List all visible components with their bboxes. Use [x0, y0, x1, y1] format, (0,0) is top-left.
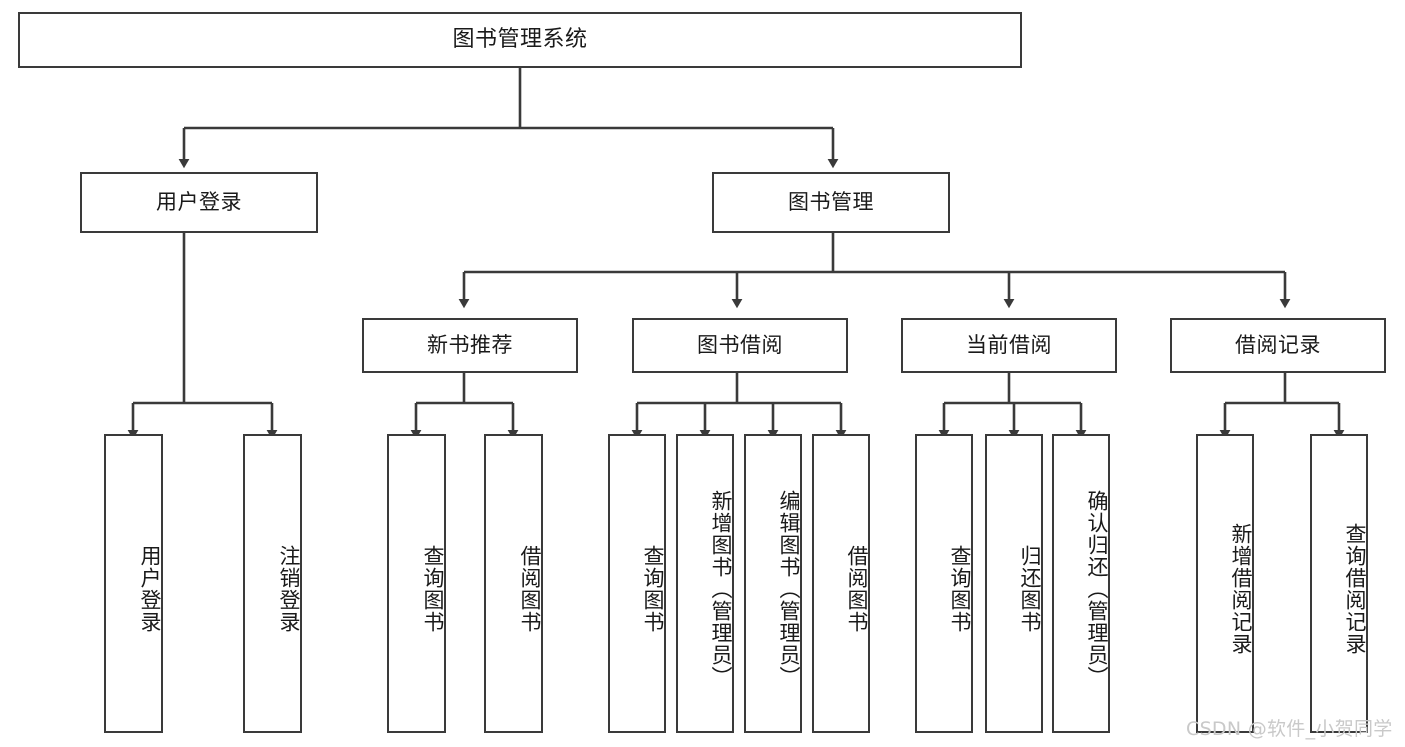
node-label: 查询图书 [641, 544, 665, 633]
node-label: 用户登录 [156, 189, 242, 214]
node-label: 新书推荐 [427, 332, 513, 357]
node-book-management[interactable]: 图书管理 [712, 172, 950, 233]
node-new-book-recommend[interactable]: 新书推荐 [362, 318, 578, 373]
node-label: 借阅图书 [845, 544, 869, 633]
node-label: 查询借阅记录 [1343, 522, 1367, 655]
leaf-new-book-query[interactable]: 查询图书 [387, 434, 446, 733]
leaf-user-login-logout[interactable]: 注销登录 [243, 434, 302, 733]
node-label: 图书管理 [788, 189, 874, 214]
node-book-borrow[interactable]: 图书借阅 [632, 318, 848, 373]
node-label: 查询图书 [948, 544, 972, 633]
leaf-record-add-record[interactable]: 新增借阅记录 [1196, 434, 1254, 733]
node-borrow-record[interactable]: 借阅记录 [1170, 318, 1386, 373]
leaf-current-return-book[interactable]: 归还图书 [985, 434, 1043, 733]
node-label: 新增借阅记录 [1229, 522, 1253, 655]
node-label: 图书借阅 [697, 332, 783, 357]
leaf-borrow-add-book-admin[interactable]: 新增图书（管理员） [676, 434, 734, 733]
leaf-user-login-login[interactable]: 用户登录 [104, 434, 163, 733]
node-label: 图书管理系统 [452, 26, 588, 52]
node-label: 借阅图书 [518, 544, 542, 633]
node-root-book-management-system[interactable]: 图书管理系统 [18, 12, 1022, 68]
node-label: 当前借阅 [966, 332, 1052, 357]
node-current-borrow[interactable]: 当前借阅 [901, 318, 1117, 373]
node-label: 用户登录 [138, 544, 162, 633]
node-label: 确认归还（管理员） [1085, 489, 1109, 688]
node-label: 新增图书（管理员） [709, 489, 733, 688]
leaf-borrow-borrow-book[interactable]: 借阅图书 [812, 434, 870, 733]
leaf-record-query-record[interactable]: 查询借阅记录 [1310, 434, 1368, 733]
node-label: 编辑图书（管理员） [777, 489, 801, 688]
node-user-login[interactable]: 用户登录 [80, 172, 318, 233]
leaf-current-query-book[interactable]: 查询图书 [915, 434, 973, 733]
node-label: 归还图书 [1018, 544, 1042, 633]
leaf-borrow-query-book[interactable]: 查询图书 [608, 434, 666, 733]
node-label: 注销登录 [277, 544, 301, 633]
csdn-watermark: CSDN @软件_小贺同学 [1186, 718, 1393, 740]
leaf-new-book-borrow[interactable]: 借阅图书 [484, 434, 543, 733]
node-label: 借阅记录 [1235, 332, 1321, 357]
leaf-borrow-edit-book-admin[interactable]: 编辑图书（管理员） [744, 434, 802, 733]
leaf-current-confirm-return-admin[interactable]: 确认归还（管理员） [1052, 434, 1110, 733]
node-label: 查询图书 [421, 544, 445, 633]
